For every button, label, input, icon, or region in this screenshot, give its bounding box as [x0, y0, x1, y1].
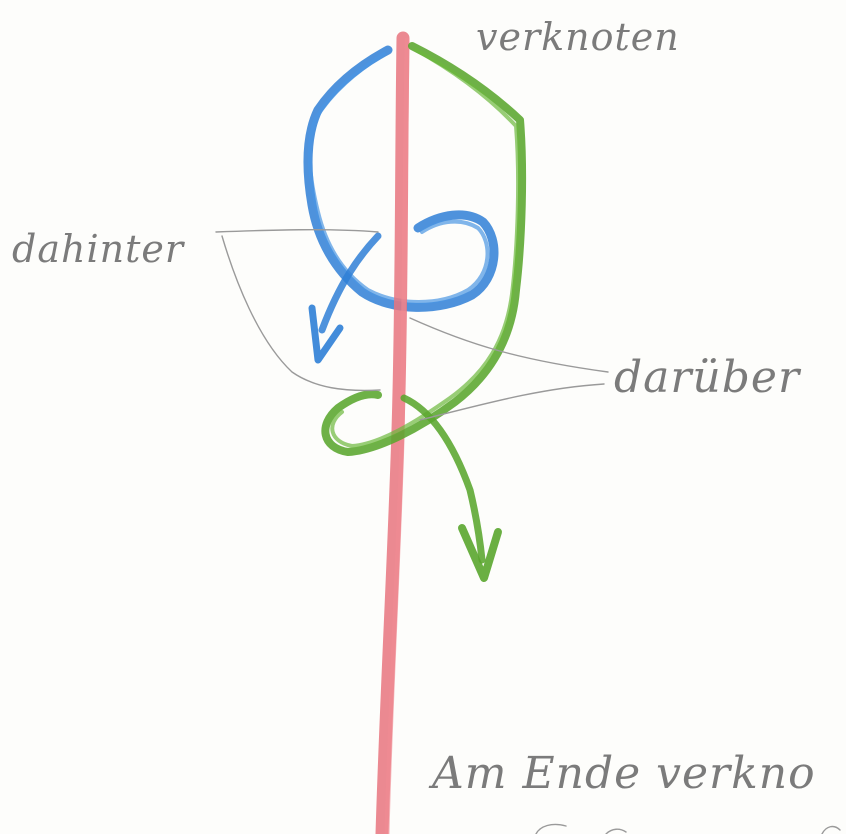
label-darueber: darüber — [614, 352, 802, 403]
partial-bottom-text — [536, 824, 840, 834]
label-am-ende: Am Ende verkno — [428, 748, 816, 799]
leader-lines — [216, 230, 608, 420]
label-dahinter: dahinter — [12, 227, 186, 271]
label-verknoten: verknoten — [476, 15, 680, 59]
